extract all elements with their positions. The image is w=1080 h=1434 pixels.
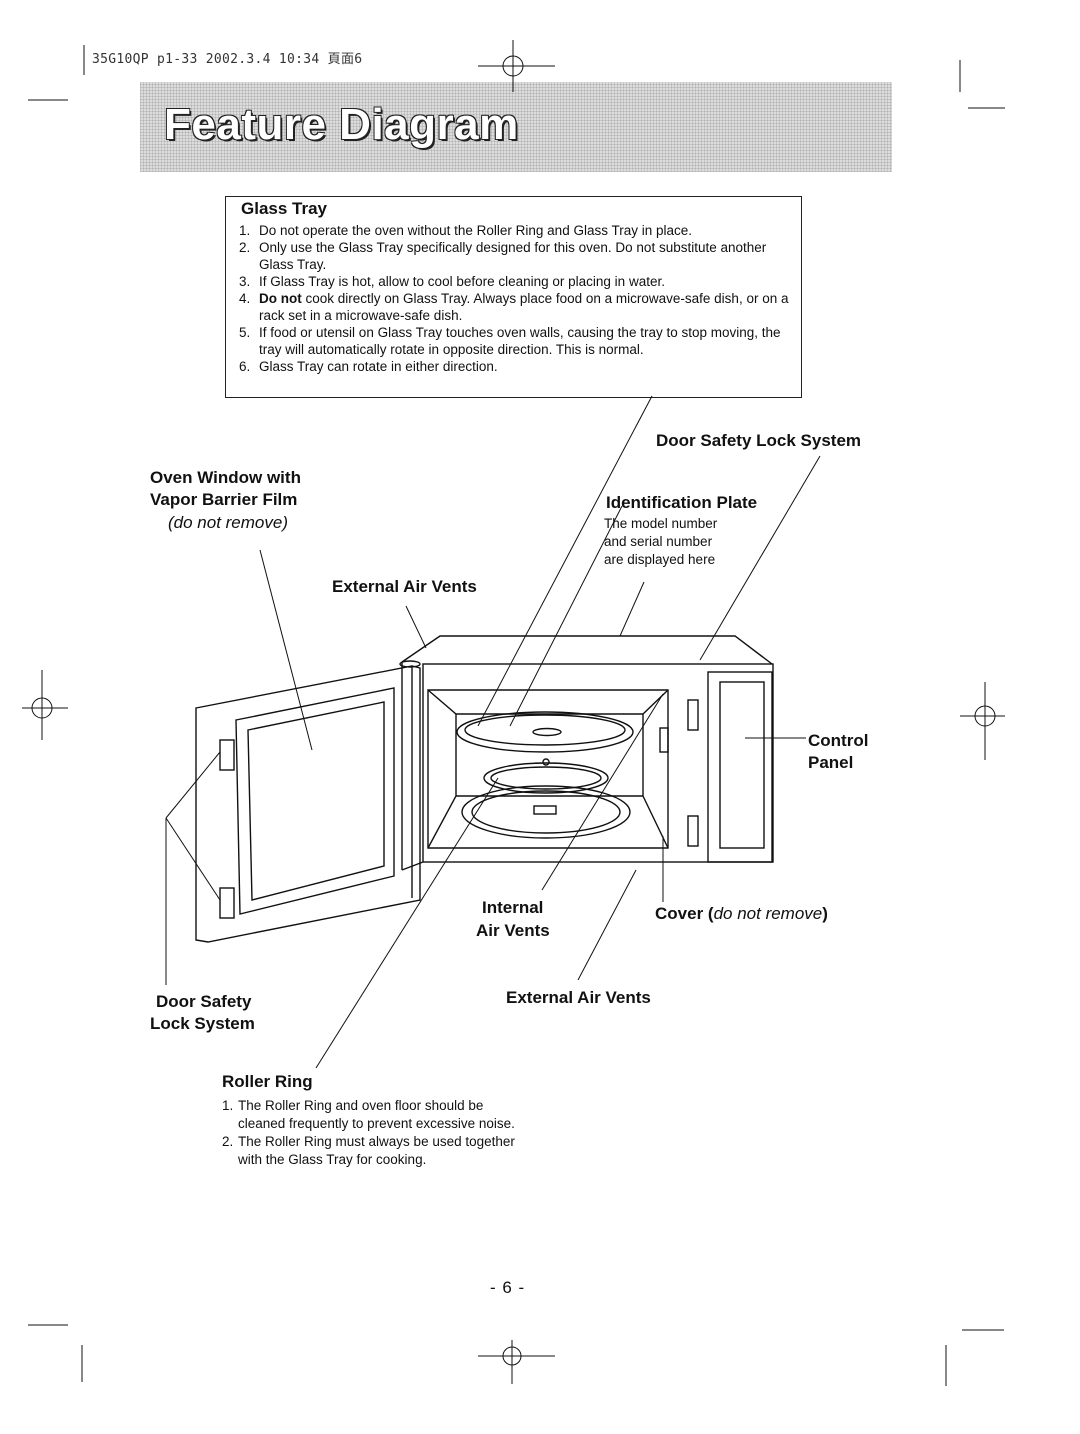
glass-tray-title: Glass Tray bbox=[241, 199, 328, 218]
control-panel-label-1: Control bbox=[808, 731, 869, 750]
list-item: 1.The Roller Ring and oven floor should … bbox=[222, 1098, 515, 1131]
external-air-vents-label-top: External Air Vents bbox=[332, 577, 477, 596]
glass-tray bbox=[456, 711, 634, 753]
roller-ring-list: 1.The Roller Ring and oven floor should … bbox=[222, 1097, 517, 1169]
list-item: 3.If Glass Tray is hot, allow to cool be… bbox=[239, 274, 665, 289]
roller-ring-title: Roller Ring bbox=[222, 1072, 313, 1091]
list-item: 5.If food or utensil on Glass Tray touch… bbox=[239, 325, 781, 357]
roller-ring bbox=[483, 758, 609, 794]
door-safety-lock-label-top: Door Safety Lock System bbox=[656, 431, 862, 450]
cover-label: Cover (do not remove) bbox=[655, 904, 828, 923]
door-safety-lock-label-bottom-2: Lock System bbox=[150, 1014, 255, 1033]
list-item: 4.Do not cook directly on Glass Tray. Al… bbox=[239, 291, 789, 323]
control-panel-label-2: Panel bbox=[808, 753, 854, 772]
oven-floor-plate bbox=[461, 785, 631, 839]
page-number: - 6 - bbox=[490, 1278, 526, 1297]
title-banner: Feature Diagram bbox=[140, 82, 892, 172]
door-safety-lock-label-bottom-1: Door Safety bbox=[156, 992, 252, 1011]
external-air-vents-label-bottom: External Air Vents bbox=[506, 988, 651, 1007]
oven-cabinet bbox=[401, 635, 774, 871]
registration-marks bbox=[22, 40, 1005, 1386]
identification-plate-note-1: The model number bbox=[604, 516, 718, 531]
print-header: 35G10QP p1-33 2002.3.4 10:34 頁面6 bbox=[92, 52, 363, 67]
glass-tray-notes-box: Glass Tray 1.Do not operate the oven wit… bbox=[225, 196, 802, 398]
internal-air-vents-label-1: Internal bbox=[482, 898, 544, 917]
list-item: 6.Glass Tray can rotate in either direct… bbox=[239, 359, 498, 374]
list-item: 2.Only use the Glass Tray specifically d… bbox=[239, 240, 767, 272]
identification-plate-note-3: are displayed here bbox=[604, 552, 716, 567]
oven-window-label-3: (do not remove) bbox=[168, 513, 288, 532]
leader-lines bbox=[165, 395, 821, 1069]
page-title: Feature Diagram bbox=[164, 100, 519, 149]
glass-tray-list: 1.Do not operate the oven without the Ro… bbox=[239, 222, 794, 375]
identification-plate-note-2: and serial number bbox=[604, 534, 713, 549]
list-item: 1.Do not operate the oven without the Ro… bbox=[239, 223, 692, 238]
oven-window-label-2: Vapor Barrier Film bbox=[150, 490, 298, 509]
oven-window-label-1: Oven Window with bbox=[150, 468, 301, 487]
internal-air-vents-label-2: Air Vents bbox=[476, 921, 550, 940]
identification-plate-label: Identification Plate bbox=[606, 493, 758, 512]
oven-door bbox=[195, 660, 421, 943]
list-item: 2.The Roller Ring must always be used to… bbox=[222, 1134, 515, 1167]
